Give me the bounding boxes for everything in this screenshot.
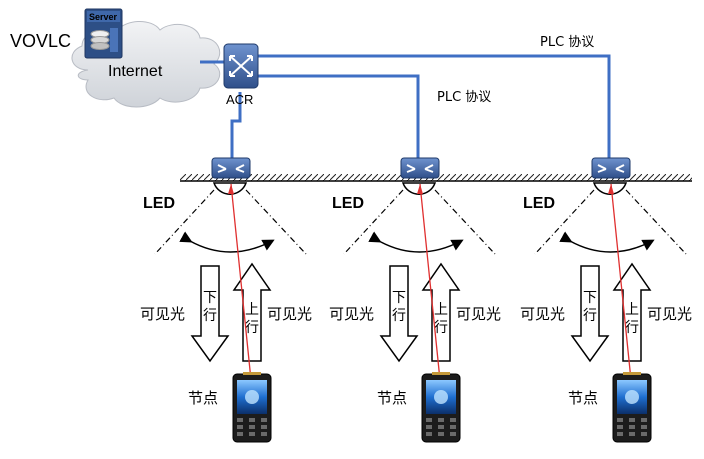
- node-label: 节点: [377, 389, 407, 407]
- beam-arc: [368, 231, 464, 253]
- visible-light-right: 可见光: [647, 305, 692, 323]
- downlink-arrow: [570, 265, 610, 363]
- led-unit-1: LED 下 行 上 行 可见光 可见光 节点: [140, 157, 312, 443]
- vovlc-label: VOVLC: [10, 31, 71, 51]
- beam-left-edge: [154, 189, 215, 255]
- visible-light-left: 可见光: [140, 305, 185, 323]
- led-router-icon: [400, 157, 440, 195]
- downlink-text-1: 下: [583, 290, 597, 306]
- downlink-arrow: [190, 265, 230, 363]
- beam-left-edge: [534, 189, 595, 255]
- internet-label: Internet: [108, 63, 163, 80]
- uplink-text-1: 上: [245, 302, 259, 318]
- server-label: Server: [89, 12, 118, 22]
- plc-lower-label: PLC 协议: [437, 90, 491, 105]
- phone-icon: [232, 372, 272, 443]
- node-label: 节点: [568, 389, 598, 407]
- beam-right-edge: [245, 189, 307, 255]
- uplink-text-2: 行: [245, 320, 259, 336]
- beam-arc: [179, 231, 275, 253]
- phone-icon: [421, 372, 461, 443]
- downlink-text-1: 下: [392, 290, 406, 306]
- uplink-text-2: 行: [434, 320, 448, 336]
- phone-icon: [612, 372, 652, 443]
- visible-light-right: 可见光: [267, 305, 312, 323]
- acr-label: ACR: [226, 92, 253, 107]
- beam-left-edge: [343, 189, 404, 255]
- downlink-text-2: 行: [203, 308, 217, 324]
- visible-light-left: 可见光: [329, 305, 374, 323]
- led-label: LED: [143, 195, 175, 212]
- led-unit-2: LED 下 行 上 行 可见光 可见光 节点: [329, 157, 501, 443]
- server-icon: [84, 8, 123, 59]
- beam-right-edge: [434, 189, 496, 255]
- network-links: [200, 54, 611, 160]
- plc-upper-label: PLC 协议: [540, 35, 594, 50]
- downlink-text-2: 行: [392, 308, 406, 324]
- beam-arc: [559, 231, 655, 253]
- led-unit-3: LED 下 行 上 行 可见光 可见光 节点: [520, 157, 692, 443]
- downlink-text-2: 行: [583, 308, 597, 324]
- uplink-text-1: 上: [434, 302, 448, 318]
- uplink-text-1: 上: [625, 302, 639, 318]
- signal-line: [610, 183, 632, 381]
- router-icon: [223, 43, 259, 89]
- downlink-text-1: 下: [203, 290, 217, 306]
- node-label: 节点: [188, 389, 218, 407]
- link-acr-led2: [258, 74, 420, 160]
- signal-line: [419, 183, 441, 381]
- visible-light-right: 可见光: [456, 305, 501, 323]
- led-label: LED: [332, 195, 364, 212]
- uplink-text-2: 行: [625, 320, 639, 336]
- beam-right-edge: [625, 189, 687, 255]
- signal-line: [230, 183, 252, 381]
- link-acr-led3: [258, 54, 611, 160]
- downlink-arrow: [379, 265, 419, 363]
- led-label: LED: [523, 195, 555, 212]
- visible-light-left: 可见光: [520, 305, 565, 323]
- link-acr-led1: [230, 92, 242, 160]
